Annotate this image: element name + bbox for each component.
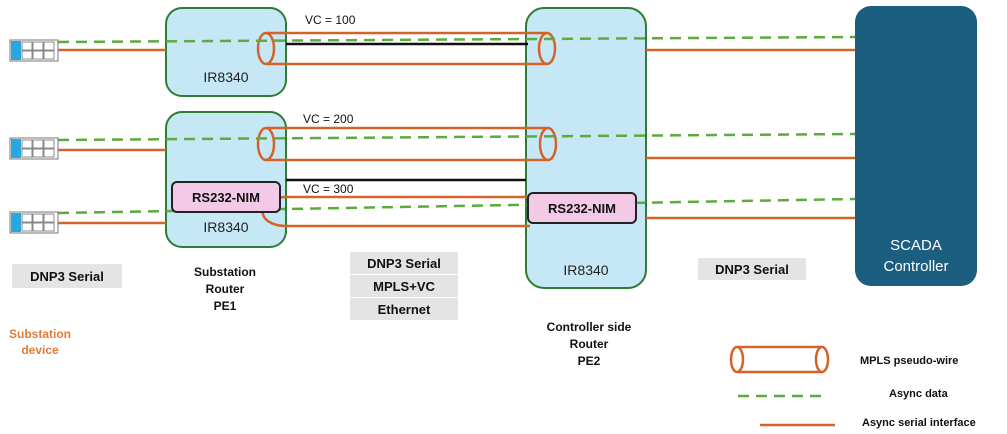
substation-device-icon-1 [9,39,59,62]
pseudowire-vc200 [256,126,558,162]
substation-device-label-1: Substation [9,327,71,341]
stack-box-1 [350,252,458,274]
pe1-caption-3: PE1 [214,299,237,313]
dnp3-left-box [12,264,122,288]
stack-box-2 [350,275,458,297]
nim-pe1-label: RS232-NIM [192,190,260,205]
legend-pseudowire-label: MPLS pseudo-wire [860,355,958,367]
legend-pseudowire-icon [729,345,830,374]
router-pe1-top-name: IR8340 [203,69,248,85]
pseudowire-vc300 [261,195,530,228]
pe1-caption-1: Substation [194,265,256,279]
vc-300-label: VC = 300 [303,182,354,196]
pseudowire-vc100 [256,31,557,66]
stack-box-3 [350,298,458,320]
nim-pe2-label: RS232-NIM [548,201,616,216]
dnp3-right-label: DNP3 Serial [715,262,789,277]
router-pe2-name: IR8340 [563,262,608,278]
vc-100-label: VC = 100 [305,13,356,27]
pe2-caption-3: PE2 [578,354,601,368]
stack-label-2: MPLS+VC [373,279,435,294]
substation-device-icon-2 [9,137,59,160]
pe2-caption-2: Router [570,337,609,351]
pe2-caption-1: Controller side [547,320,632,334]
vc-200-label: VC = 200 [303,112,354,126]
substation-device-label-2: device [21,343,59,357]
router-pe1-bottom-name: IR8340 [203,219,248,235]
stack-label-3: Ethernet [378,302,431,317]
nim-pe2 [527,192,637,224]
controller-label-2: Controller [883,258,948,275]
dnp3-right-box [698,258,806,280]
router-pe2 [525,7,647,289]
substation-device-icon-3 [9,211,59,234]
legend-async-data-label: Async data [889,388,949,400]
controller-label-1: SCADA [890,237,942,254]
stack-label-1: DNP3 Serial [367,256,441,271]
pe1-caption-2: Router [206,282,245,296]
nim-pe1 [171,181,281,213]
scada-controller [855,6,977,286]
router-pe1-top [165,7,287,97]
dnp3-left-label: DNP3 Serial [30,269,104,284]
legend-async-serial-label: Async serial interface [862,417,976,429]
